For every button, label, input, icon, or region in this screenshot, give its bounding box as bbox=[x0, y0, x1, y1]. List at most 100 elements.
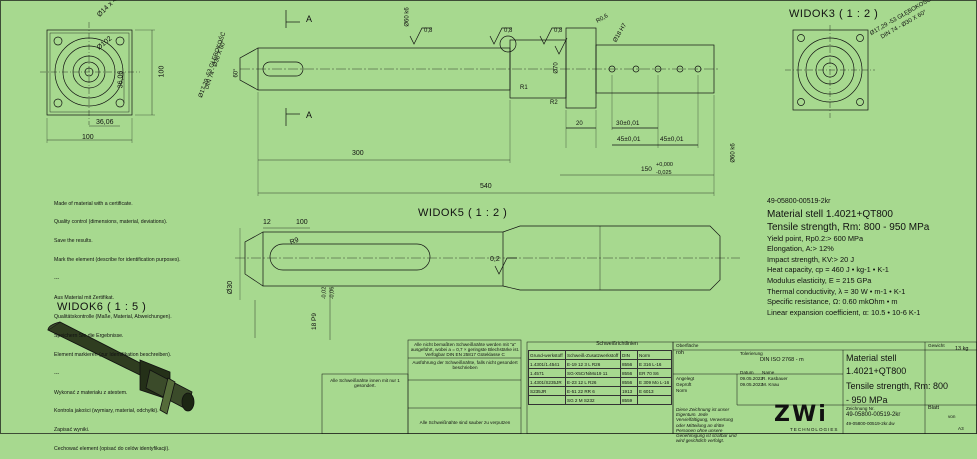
weld-note-top: Alle nicht bemaßten Schweißnähte werden … bbox=[410, 342, 520, 353]
table-row: SG 2 M S232 8559 bbox=[528, 395, 672, 405]
note-line: Aus Material mit Zertifikat. bbox=[54, 295, 114, 302]
tb-angelegt: Angelegt bbox=[676, 376, 695, 381]
table-cell: 8559 bbox=[620, 395, 638, 405]
tb-surface-value: roh bbox=[676, 350, 684, 356]
spec-line: Yield point, Rp0.2:> 600 MPa bbox=[767, 233, 864, 243]
table-cell: 1.4301/1.4541 bbox=[528, 359, 566, 369]
dim-label: R2 bbox=[550, 100, 558, 106]
tb-sheet-size: A3 bbox=[958, 426, 964, 431]
note-line: Speichern Sie die Ergebnisse. bbox=[54, 332, 124, 339]
tb-file-name: 49-05800-00519-2kr.dw bbox=[846, 421, 895, 426]
weld-note-lower: Alle Schweißnähte sind sauber zu verputz… bbox=[419, 420, 511, 425]
note-line: Quality control (dimensions, material, d… bbox=[54, 219, 168, 226]
weld-note-din: Verfügbar DIN EN 25817 Güteklasse C bbox=[425, 352, 505, 357]
widok6-view bbox=[47, 321, 195, 415]
table-cell: E-51 22 RR 6 bbox=[565, 386, 621, 396]
roughness-label: 0,8 bbox=[554, 28, 563, 34]
table-cell: SG-X5CrNiMo19 11 bbox=[565, 368, 621, 378]
note-line: Wykonać z materiału z atestem. bbox=[54, 389, 128, 396]
tb-mass-value: 13 kg bbox=[955, 346, 969, 352]
dim-label: 18 P9 bbox=[311, 313, 318, 330]
dim-label: 300 bbox=[352, 150, 364, 157]
tb-drawing-number: 49-05800-00519-2kr bbox=[846, 412, 901, 418]
widok5-title: WIDOK5 ( 1 : 2 ) bbox=[418, 207, 508, 219]
dim-label: 100 bbox=[296, 219, 308, 226]
table-cell: E-19 12 3 L R26 bbox=[565, 359, 621, 369]
table-header-cell: DIN bbox=[620, 350, 638, 360]
spec-material: Material stell 1.4021+QT800 bbox=[767, 208, 893, 220]
dim-label: Ø70 bbox=[553, 62, 560, 74]
note-separator: --- bbox=[54, 370, 60, 377]
dim-label: Ø30 bbox=[227, 280, 235, 295]
table-cell bbox=[637, 395, 672, 405]
zwi-logo: ZWi bbox=[774, 402, 828, 427]
spec-line: Thermal conductivity, λ = 30 W • m-1 • K… bbox=[767, 286, 906, 296]
tb-datum-header: Datum bbox=[740, 370, 754, 375]
table-cell: SG 2 M S232 bbox=[565, 395, 621, 405]
zwi-logo-sub: TECHNOLOGIES bbox=[790, 427, 839, 432]
table-cell: 8556 bbox=[620, 377, 638, 387]
dim-label: 100 bbox=[158, 65, 166, 78]
dim-label: 45±0,01 bbox=[617, 136, 641, 143]
spec-line: Specific resistance, Ω: 0.60 mkOhm • m bbox=[767, 297, 898, 307]
tb-name-header: Name bbox=[762, 370, 775, 375]
table-header-cell: Grund-werkstoff bbox=[528, 350, 566, 360]
widok3-view bbox=[785, 25, 875, 118]
dim-label: 36,06 bbox=[96, 119, 114, 126]
tb-tensile-value: Tensile strength, Rm: 800 bbox=[846, 381, 949, 391]
table-cell: 8556 bbox=[620, 368, 638, 378]
dim-label: R1 bbox=[520, 85, 528, 91]
table-cell: E 316 L-16 bbox=[637, 359, 672, 369]
table-cell: ER 70 S6 bbox=[637, 368, 672, 378]
weld-note-gr: Alle Schweißnähte innen mit nur 1 gesond… bbox=[330, 378, 400, 389]
table-row: 1.4301/1.4541 E-19 12 3 L R26 8556 E 316… bbox=[528, 359, 672, 369]
dim-label: 540 bbox=[480, 183, 492, 190]
tb-surface-label: Oberfläche bbox=[676, 343, 699, 348]
dim-label: Ø60 k6 bbox=[404, 7, 411, 27]
dim-label: 12 bbox=[263, 219, 271, 226]
dim-label: -0,06 bbox=[329, 286, 336, 300]
dim-label: 150 bbox=[641, 166, 652, 173]
drawing-canvas bbox=[0, 0, 977, 434]
table-cell: 1.4571 bbox=[528, 368, 566, 378]
widok3-title: WIDOK3 ( 1 : 2 ) bbox=[789, 8, 879, 20]
main-shaft-view bbox=[239, 10, 720, 196]
tb-sheet-value: von bbox=[948, 414, 956, 419]
weld-table-header: Schweißrichtlinien bbox=[596, 341, 638, 347]
table-cell: S235JR bbox=[528, 386, 566, 396]
dim-label: 100 bbox=[82, 134, 94, 141]
tb-tolerance-value: DIN ISO 2768 - m bbox=[760, 357, 804, 363]
tb-name-2: M. Knau bbox=[762, 382, 780, 387]
tb-sheet-label: Blatt bbox=[928, 405, 940, 411]
table-row: 1.4571 SG-X5CrNiMo19 11 8556 ER 70 S6 bbox=[528, 368, 672, 378]
table-row: Grund-werkstoff Schweiß-Zusatzwerkstoff … bbox=[528, 350, 672, 360]
spec-line: Linear expansion coefficient, α: 10.5 • … bbox=[767, 307, 921, 317]
dim-label: Ø60 k6 bbox=[730, 143, 737, 163]
table-header-cell: Schweiß-Zusatzwerkstoff bbox=[565, 350, 621, 360]
section-label: A bbox=[306, 14, 313, 24]
tb-tolerance-label: Tolerierung bbox=[740, 351, 763, 356]
dim-label: 45±0,01 bbox=[660, 136, 684, 143]
dim-label: -0,02 bbox=[321, 286, 328, 300]
table-cell: E 6013 bbox=[637, 386, 672, 396]
spec-line: Impact strength, KV:> 20 J bbox=[767, 254, 855, 264]
left-end-view bbox=[40, 22, 155, 143]
note-line: Qualitätskontrolle (Maße, Material, Abwe… bbox=[54, 313, 172, 320]
tb-date-2: 09.05.2022 bbox=[740, 382, 763, 387]
note-line: Kontrola jakości (wymiary, materiał, odc… bbox=[54, 408, 159, 415]
material-spec: 49-05800-00519-2kr Material stell 1.4021… bbox=[767, 197, 929, 318]
section-label: A bbox=[306, 110, 313, 120]
dim-label: +0,000 bbox=[656, 162, 673, 168]
tb-material-value: 1.4021+QT800 bbox=[846, 366, 907, 376]
table-row: S235JR E-51 22 RR 6 1913 E 6013 bbox=[528, 386, 672, 396]
note-separator: --- bbox=[54, 276, 60, 283]
widok6-title: WIDOK6 ( 1 : 5 ) bbox=[57, 301, 147, 313]
table-cell: 8556 bbox=[620, 359, 638, 369]
spec-line: Heat capacity, cp = 460 J • kg-1 • K-1 bbox=[767, 265, 889, 275]
tb-norm: Norm bbox=[676, 388, 688, 393]
table-row: 1.4301/S235JR E-23 12 L R26 8556 E 309 M… bbox=[528, 377, 672, 387]
tb-date-1: 09.05.2022 bbox=[740, 376, 763, 381]
manufacturing-notes: Made of material with a certificate. Qua… bbox=[54, 188, 181, 459]
table-cell: 1913 bbox=[620, 386, 638, 396]
dim-label: -0,025 bbox=[656, 170, 672, 176]
